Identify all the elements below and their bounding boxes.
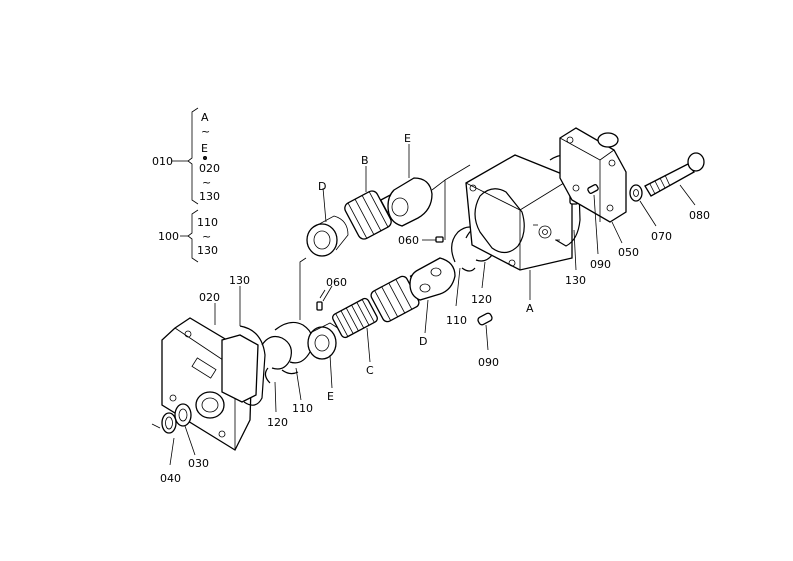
group-100-ref: 100 <box>158 230 179 243</box>
label-080: 080 <box>689 209 710 222</box>
label-130-right: 130 <box>565 274 586 287</box>
pin-060-right-part <box>435 236 444 243</box>
label-120-left: 120 <box>267 416 288 429</box>
group-010-extra-start: 020 <box>199 162 220 175</box>
seal-ring-120-left-part <box>261 335 292 384</box>
bolt-080-part <box>644 152 705 197</box>
bushing-d-upper-part <box>306 215 349 257</box>
label-e-upper: E <box>404 132 411 145</box>
group-100-range-end: 130 <box>197 244 218 257</box>
assembly-guide-lines <box>299 164 471 320</box>
label-050: 050 <box>618 246 639 259</box>
label-030: 030 <box>188 457 209 470</box>
group-010-range-end: E <box>201 142 208 155</box>
group-010-range-start: A <box>201 111 209 124</box>
label-020: 020 <box>199 291 220 304</box>
backup-ring-110-left-part <box>274 321 314 375</box>
label-a: A <box>526 302 534 315</box>
group-010-tilde-1: ~ <box>201 125 210 138</box>
group-010-tilde-2: ~ <box>202 176 211 189</box>
rear-cover-050-part <box>559 127 627 223</box>
washer-070-part <box>629 184 643 202</box>
label-e-lower: E <box>327 390 334 403</box>
label-070: 070 <box>651 230 672 243</box>
group-100-bracket: 100 110 ~ 130 <box>158 209 218 263</box>
bushing-e-upper-part <box>387 177 433 227</box>
label-110-right: 110 <box>446 314 467 327</box>
group-010-extra-end: 130 <box>199 190 220 203</box>
label-130-left: 130 <box>229 274 250 287</box>
leader-lines <box>169 144 696 466</box>
bushing-d-lower-part <box>409 257 456 301</box>
label-060-right: 060 <box>398 234 419 247</box>
snap-ring-040-part <box>151 412 177 434</box>
group-010-bracket: 010 A ~ E 020 ~ 130 <box>152 107 220 205</box>
pin-090-lower-part <box>477 312 493 326</box>
group-010-ref: 010 <box>152 155 173 168</box>
bullet-dot <box>203 156 207 160</box>
label-c: C <box>366 364 374 377</box>
group-100-range-start: 110 <box>197 216 218 229</box>
label-120-right: 120 <box>471 293 492 306</box>
label-060-left: 060 <box>326 276 347 289</box>
front-cover-part <box>161 317 259 451</box>
label-110-left: 110 <box>292 402 313 415</box>
pin-090-right-part <box>587 184 599 194</box>
group-100-tilde: ~ <box>202 230 211 243</box>
gasket-130-left-part <box>239 325 266 406</box>
pin-060-left-part <box>316 289 326 311</box>
label-040: 040 <box>160 472 181 485</box>
label-090-lower: 090 <box>478 356 499 369</box>
label-b: B <box>361 154 369 167</box>
label-090-right: 090 <box>590 258 611 271</box>
label-d-lower: D <box>419 335 427 348</box>
seal-030-part <box>174 403 192 427</box>
part-labels: A B C D D E E 020 030 040 050 060 060 07… <box>160 132 710 485</box>
label-d-upper: D <box>318 180 326 193</box>
